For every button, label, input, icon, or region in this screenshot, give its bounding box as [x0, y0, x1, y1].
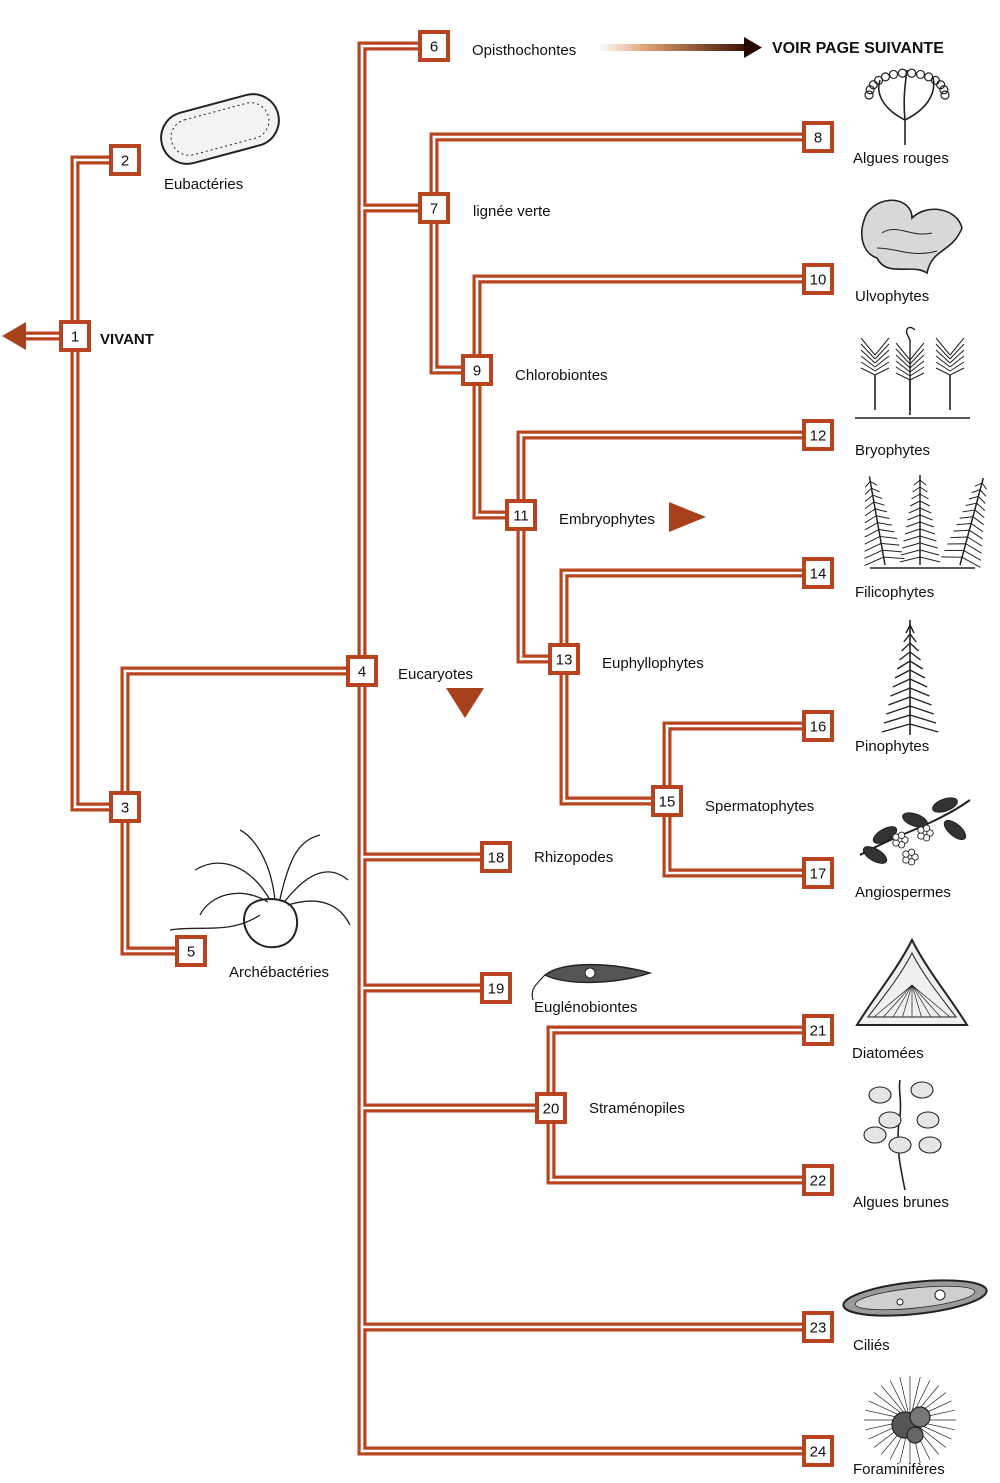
- node-number: 1: [71, 329, 79, 346]
- node-label-17: Angiospermes: [855, 884, 951, 901]
- node-number: 21: [810, 1023, 827, 1040]
- node-number: 8: [814, 130, 822, 147]
- node-label-16: Pinophytes: [855, 738, 929, 755]
- diatom-icon: [855, 937, 969, 1026]
- node-label-23: Ciliés: [853, 1337, 890, 1354]
- branches: [13, 41, 823, 1456]
- foraminifera-icon: [864, 1376, 956, 1464]
- node-label-13: Euphyllophytes: [602, 655, 704, 672]
- node-label-6: Opisthochontes: [472, 42, 576, 59]
- node-box-3: 3: [109, 791, 141, 823]
- node-label-12: Bryophytes: [855, 442, 930, 459]
- node-number: 3: [121, 800, 129, 817]
- node-number: 22: [810, 1173, 827, 1190]
- node-labels: VIVANT EubactériesEucaryotesArchébactérie…: [100, 42, 951, 1478]
- flowering-plant-icon: [859, 797, 971, 866]
- node-label-9: Chlorobiontes: [515, 367, 608, 384]
- node-box-5: 5: [175, 935, 207, 967]
- node-number: 9: [473, 363, 481, 380]
- node-label-1: VIVANT: [100, 331, 154, 348]
- node-label-18: Rhizopodes: [534, 849, 613, 866]
- ciliate-icon: [842, 1279, 988, 1317]
- node-box-17: 17: [802, 857, 834, 889]
- node-box-24: 24: [802, 1435, 834, 1467]
- node-box-2: 2: [109, 144, 141, 176]
- node-box-16: 16: [802, 710, 834, 742]
- node-box-23: 23: [802, 1311, 834, 1343]
- node-box-8: 8: [802, 121, 834, 153]
- node-label-11: Embryophytes: [559, 511, 655, 528]
- node-label-19: Euglénobiontes: [534, 999, 637, 1016]
- ulvophyte-icon: [861, 199, 963, 275]
- node-number: 14: [810, 566, 827, 583]
- node-label-10: Ulvophytes: [855, 288, 929, 305]
- banner-arrow-shaft: [598, 44, 748, 51]
- conifer-icon: [881, 620, 939, 735]
- node-box-21: 21: [802, 1014, 834, 1046]
- node-box-19: 19: [480, 972, 512, 1004]
- node-number: 23: [810, 1320, 827, 1337]
- node-number: 18: [488, 850, 505, 867]
- red-algae-icon: [864, 68, 950, 145]
- node-number: 17: [810, 866, 827, 883]
- node-number: 11: [513, 508, 529, 525]
- node-box-1: 1: [59, 320, 91, 352]
- node-box-12: 12: [802, 419, 834, 451]
- node-box-14: 14: [802, 557, 834, 589]
- arrows: VOIR PAGE SUIVANTE: [2, 37, 944, 718]
- node-label-21: Diatomées: [852, 1045, 924, 1062]
- node-box-13: 13: [548, 643, 580, 675]
- node-number: 13: [556, 652, 573, 669]
- node-number: 6: [430, 39, 438, 56]
- node-label-15: Spermatophytes: [705, 798, 814, 815]
- node-number: 19: [488, 981, 505, 998]
- node-box-15: 15: [651, 785, 683, 817]
- node-label-14: Filicophytes: [855, 584, 934, 601]
- node-number: 2: [121, 153, 129, 170]
- node-number: 4: [358, 664, 366, 681]
- node-box-20: 20: [535, 1092, 567, 1124]
- node-box-10: 10: [802, 263, 834, 295]
- node-number: 16: [810, 719, 827, 736]
- node-label-5: Archébactéries: [229, 964, 329, 981]
- euglena-icon: [531, 963, 653, 1001]
- node-box-9: 9: [461, 354, 493, 386]
- fern-icon: [864, 475, 987, 569]
- vivant-left-arrow-icon: [2, 322, 26, 350]
- illustrations: [160, 68, 988, 1464]
- node-box-22: 22: [802, 1164, 834, 1196]
- eubacteria-icon: [160, 93, 280, 165]
- node-box-4: 4: [346, 655, 378, 687]
- banner-text: VOIR PAGE SUIVANTE: [772, 40, 944, 57]
- node-number: 5: [187, 944, 195, 961]
- node-label-22: Algues brunes: [853, 1194, 949, 1211]
- node-label-8: Algues rouges: [853, 150, 949, 167]
- node-label-24: Foraminifères: [853, 1461, 945, 1478]
- node-label-20: Straménopiles: [589, 1100, 685, 1117]
- node-number: 24: [810, 1444, 827, 1461]
- node-number: 20: [543, 1101, 560, 1118]
- node-number: 7: [430, 201, 438, 218]
- archaebacteria-icon: [169, 829, 351, 949]
- node-box-7: 7: [418, 192, 450, 224]
- node-box-11: 11: [505, 499, 537, 531]
- banner-arrow-head-icon: [744, 37, 762, 58]
- moss-icon: [855, 326, 970, 419]
- node-box-18: 18: [480, 841, 512, 873]
- brown-algae-icon: [863, 1079, 942, 1191]
- node-label-2: Eubactéries: [164, 176, 243, 193]
- eucaryotes-arrow-icon: [446, 688, 484, 718]
- node-box-6: 6: [418, 30, 450, 62]
- node-number: 10: [810, 272, 827, 289]
- node-label-4: Eucaryotes: [398, 666, 473, 683]
- node-number: 15: [659, 794, 676, 811]
- embryophytes-arrow-icon: [669, 502, 706, 532]
- node-number: 12: [810, 428, 827, 445]
- node-label-7: lignée verte: [473, 203, 551, 220]
